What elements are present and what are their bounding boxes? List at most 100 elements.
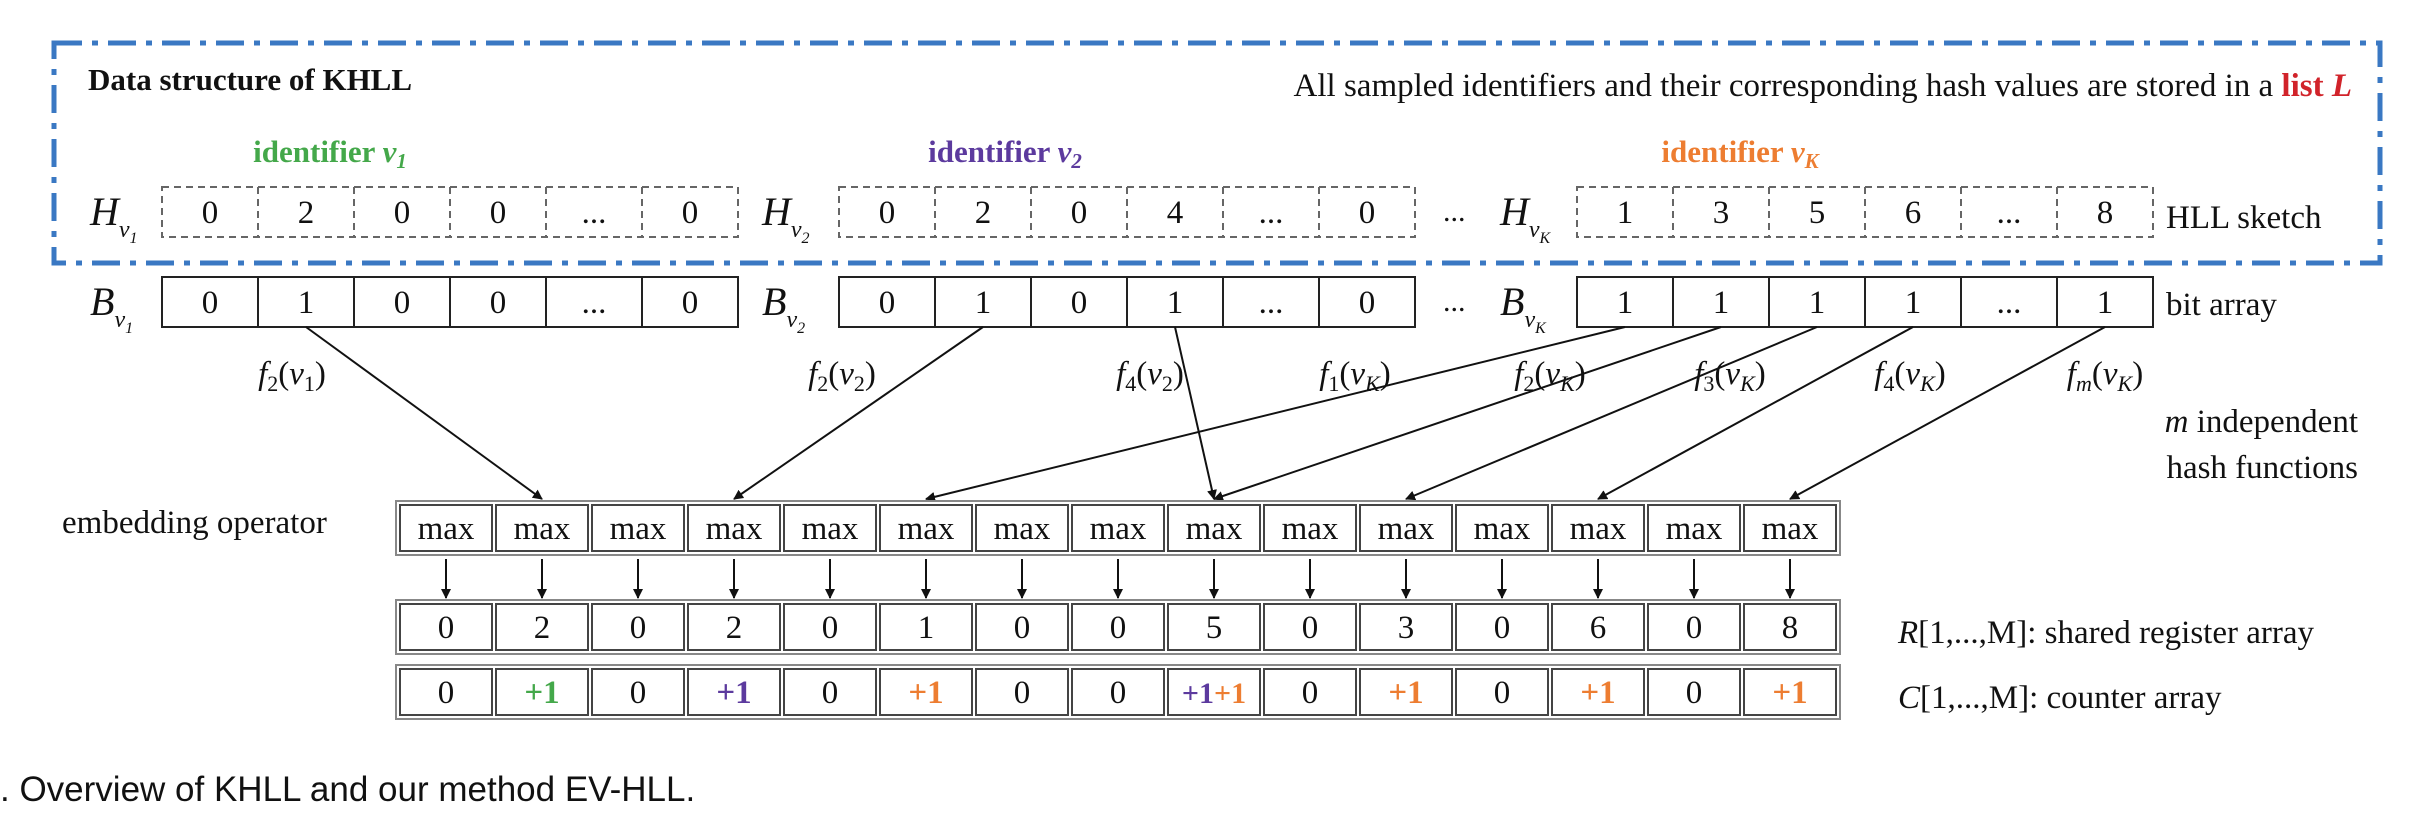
hll-sketch-cell: 2 bbox=[975, 195, 992, 231]
hll-sketch-cell: 0 bbox=[879, 195, 896, 231]
register-cell-box bbox=[1551, 603, 1645, 651]
bit-array-cell: 1 bbox=[1905, 285, 1922, 321]
counter-var: C bbox=[1898, 680, 1921, 716]
max-cell: max bbox=[1282, 511, 1339, 547]
frame-title: Data structure of KHLL bbox=[88, 62, 412, 97]
hll-sketch-cell: ... bbox=[1259, 195, 1284, 231]
hll-sketch-cell: 0 bbox=[1071, 195, 1088, 231]
max-cell: max bbox=[1666, 511, 1723, 547]
bit-array-cell: ... bbox=[1997, 285, 2022, 321]
max-frame bbox=[395, 500, 1841, 556]
hash-arrow bbox=[733, 326, 984, 500]
counter-cell-box bbox=[687, 668, 781, 716]
bit-array-cell: 1 bbox=[2097, 285, 2114, 321]
hash-count-var: m bbox=[2165, 404, 2189, 440]
hll-sketch-cell: 0 bbox=[1359, 195, 1376, 231]
counter-cell-box bbox=[1551, 668, 1645, 716]
identifier-label: identifier v1 bbox=[253, 134, 407, 173]
bit-array-symbol: BvK bbox=[1500, 279, 1547, 337]
bit-array-cell: 1 bbox=[975, 285, 992, 321]
max-cell: max bbox=[1090, 511, 1147, 547]
counter-cell: +1 bbox=[908, 675, 943, 711]
hash-function-label: f1(vK) bbox=[1319, 356, 1391, 396]
hash-arrows bbox=[305, 326, 2106, 502]
max-cell: max bbox=[706, 511, 763, 547]
list-note-symbol: L bbox=[2331, 68, 2352, 104]
register-cell: 2 bbox=[726, 610, 743, 646]
register-cell: 8 bbox=[1782, 610, 1799, 646]
max-cell-box bbox=[399, 504, 493, 552]
max-cell-box bbox=[1743, 504, 1837, 552]
bit-array-cell: ... bbox=[582, 285, 607, 321]
bit-array-cell: 0 bbox=[879, 285, 896, 321]
bit-array-cell: 1 bbox=[1713, 285, 1730, 321]
hash-arrow bbox=[1405, 326, 1818, 501]
counter-cell-box bbox=[1359, 668, 1453, 716]
register-cell-box bbox=[1359, 603, 1453, 651]
hash-arrow bbox=[1213, 326, 1722, 501]
counter-cell: 0 bbox=[1014, 675, 1031, 711]
register-cell: 0 bbox=[1110, 610, 1127, 646]
max-cell-box bbox=[879, 504, 973, 552]
hll-sketch-cell: 0 bbox=[682, 195, 699, 231]
hll-sketch-cell: 6 bbox=[1905, 195, 1922, 231]
identifier-labels: identifier v1 identifier v2 identifier vK bbox=[253, 134, 1820, 173]
register-cell-box bbox=[1647, 603, 1741, 651]
hll-sketch-cell: 3 bbox=[1713, 195, 1730, 231]
bit-array-ellipsis: ... bbox=[1443, 285, 1466, 318]
counter-cell-box bbox=[879, 668, 973, 716]
bit-array-cell: 1 bbox=[1809, 285, 1826, 321]
register-cell-box bbox=[879, 603, 973, 651]
max-cell: max bbox=[514, 511, 571, 547]
max-cell-box bbox=[1551, 504, 1645, 552]
counter-cell-box bbox=[1647, 668, 1741, 716]
bit-array-cell: 1 bbox=[298, 285, 315, 321]
register-cell: 2 bbox=[534, 610, 551, 646]
max-cell-box bbox=[591, 504, 685, 552]
counter-cell: +1+1 bbox=[1182, 677, 1246, 710]
list-note-text: All sampled identifiers and their corres… bbox=[1294, 68, 2282, 104]
hash-arrow bbox=[925, 326, 1626, 502]
hll-sketch-cell: 0 bbox=[490, 195, 507, 231]
khll-data-structure-frame bbox=[51, 40, 2383, 266]
bit-array-cell: 0 bbox=[202, 285, 219, 321]
counter-cell: +1 bbox=[524, 675, 559, 711]
bit-array-cell: 1 bbox=[1167, 285, 1184, 321]
max-cell-box bbox=[1359, 504, 1453, 552]
max-cell: max bbox=[1570, 511, 1627, 547]
counter-cell: +1 bbox=[716, 675, 751, 711]
register-cell: 1 bbox=[918, 610, 935, 646]
register-cell-box bbox=[687, 603, 781, 651]
identifier-label: identifier vK bbox=[1661, 134, 1820, 173]
counter-cell-box bbox=[783, 668, 877, 716]
counter-cell: 0 bbox=[1686, 675, 1703, 711]
hash-function-label: fm(vK) bbox=[2067, 356, 2143, 396]
counter-cell-box bbox=[1455, 668, 1549, 716]
max-cell-box bbox=[1455, 504, 1549, 552]
hash-function-label: f4(vK) bbox=[1874, 356, 1946, 396]
register-cell-box bbox=[1167, 603, 1261, 651]
max-cell: max bbox=[418, 511, 475, 547]
max-cell-box bbox=[1071, 504, 1165, 552]
max-cell-box bbox=[1647, 504, 1741, 552]
identifier-label: identifier v2 bbox=[928, 134, 1082, 173]
counter-cell: +1 bbox=[1388, 675, 1423, 711]
register-cell: 0 bbox=[1014, 610, 1031, 646]
hash-function-label: f2(v2) bbox=[808, 356, 876, 396]
register-cell-box bbox=[1071, 603, 1165, 651]
hll-sketch-ellipsis: ... bbox=[1443, 195, 1466, 228]
hash-functions-note-line2: hash functions bbox=[2166, 450, 2358, 486]
counter-array-label: C[1,...,M]: counter array bbox=[1898, 680, 2222, 716]
hll-sketch-cell: 1 bbox=[1617, 195, 1634, 231]
register-cell-box bbox=[783, 603, 877, 651]
hash-arrow bbox=[1789, 326, 2106, 500]
register-cell: 0 bbox=[1302, 610, 1319, 646]
hash-function-label: f3(vK) bbox=[1694, 356, 1766, 396]
counter-cell: 0 bbox=[822, 675, 839, 711]
